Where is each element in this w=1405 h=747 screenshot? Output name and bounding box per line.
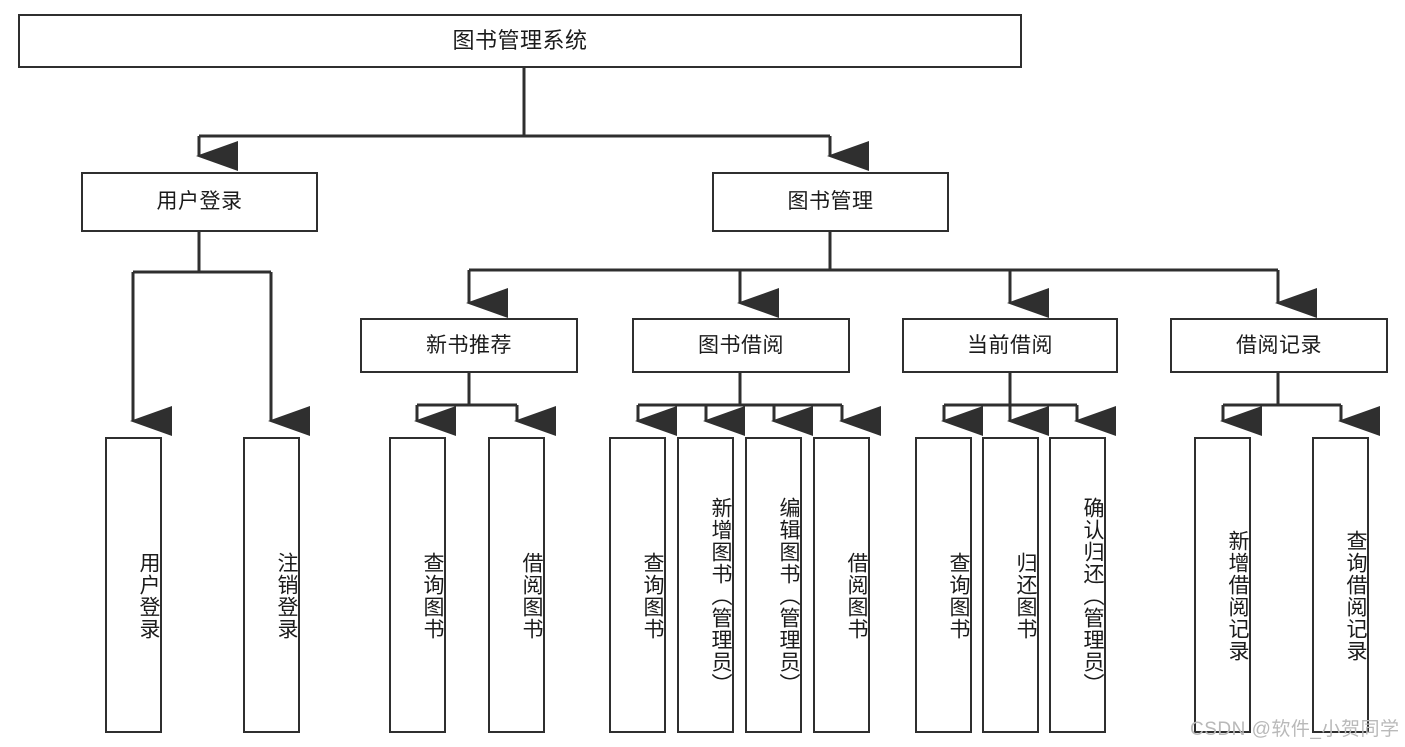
node-leaf-borrow-book-1-label: 借阅图书 bbox=[520, 552, 543, 640]
node-leaf-query-book-2-label: 查询图书 bbox=[641, 552, 664, 640]
node-leaf-query-book-3-label: 查询图书 bbox=[947, 552, 970, 640]
node-leaf-add-book-label: 新增图书（管理员） bbox=[709, 497, 732, 695]
node-book-manage[interactable]: 图书管理 bbox=[712, 172, 949, 232]
csdn-watermark: CSDN @软件_小贺同学 bbox=[1190, 719, 1400, 740]
node-leaf-query-book-3[interactable]: 查询图书 bbox=[915, 437, 972, 733]
node-leaf-query-record-label: 查询借阅记录 bbox=[1344, 530, 1367, 662]
node-user-login[interactable]: 用户登录 bbox=[81, 172, 318, 232]
node-borrow-record[interactable]: 借阅记录 bbox=[1170, 318, 1388, 373]
node-leaf-logout-login[interactable]: 注销登录 bbox=[243, 437, 300, 733]
node-leaf-borrow-book-2[interactable]: 借阅图书 bbox=[813, 437, 870, 733]
node-user-login-label: 用户登录 bbox=[156, 190, 243, 214]
node-root-system-label: 图书管理系统 bbox=[452, 27, 588, 53]
node-leaf-edit-book[interactable]: 编辑图书（管理员） bbox=[745, 437, 802, 733]
node-root-system[interactable]: 图书管理系统 bbox=[18, 14, 1022, 68]
node-new-book-recommend-label: 新书推荐 bbox=[426, 333, 512, 357]
node-new-book-recommend[interactable]: 新书推荐 bbox=[360, 318, 578, 373]
node-leaf-return-book[interactable]: 归还图书 bbox=[982, 437, 1039, 733]
node-borrow-record-label: 借阅记录 bbox=[1236, 333, 1322, 357]
node-leaf-query-book-2[interactable]: 查询图书 bbox=[609, 437, 666, 733]
node-leaf-borrow-book-1[interactable]: 借阅图书 bbox=[488, 437, 545, 733]
node-leaf-confirm-return-label: 确认归还（管理员） bbox=[1081, 497, 1104, 695]
node-leaf-user-login-label: 用户登录 bbox=[137, 552, 160, 640]
node-leaf-add-record[interactable]: 新增借阅记录 bbox=[1194, 437, 1251, 733]
node-book-borrow[interactable]: 图书借阅 bbox=[632, 318, 850, 373]
node-leaf-query-record[interactable]: 查询借阅记录 bbox=[1312, 437, 1369, 733]
node-leaf-logout-login-label: 注销登录 bbox=[275, 552, 298, 640]
node-current-borrow-label: 当前借阅 bbox=[967, 333, 1053, 357]
node-leaf-query-book-1-label: 查询图书 bbox=[421, 552, 444, 640]
node-leaf-borrow-book-2-label: 借阅图书 bbox=[845, 552, 868, 640]
node-book-borrow-label: 图书借阅 bbox=[698, 333, 784, 357]
node-leaf-return-book-label: 归还图书 bbox=[1014, 552, 1037, 640]
node-book-manage-label: 图书管理 bbox=[787, 190, 874, 214]
node-leaf-query-book-1[interactable]: 查询图书 bbox=[389, 437, 446, 733]
node-leaf-user-login[interactable]: 用户登录 bbox=[105, 437, 162, 733]
node-leaf-confirm-return[interactable]: 确认归还（管理员） bbox=[1049, 437, 1106, 733]
node-leaf-add-record-label: 新增借阅记录 bbox=[1226, 530, 1249, 662]
node-leaf-add-book[interactable]: 新增图书（管理员） bbox=[677, 437, 734, 733]
node-current-borrow[interactable]: 当前借阅 bbox=[902, 318, 1118, 373]
node-leaf-edit-book-label: 编辑图书（管理员） bbox=[777, 497, 800, 695]
